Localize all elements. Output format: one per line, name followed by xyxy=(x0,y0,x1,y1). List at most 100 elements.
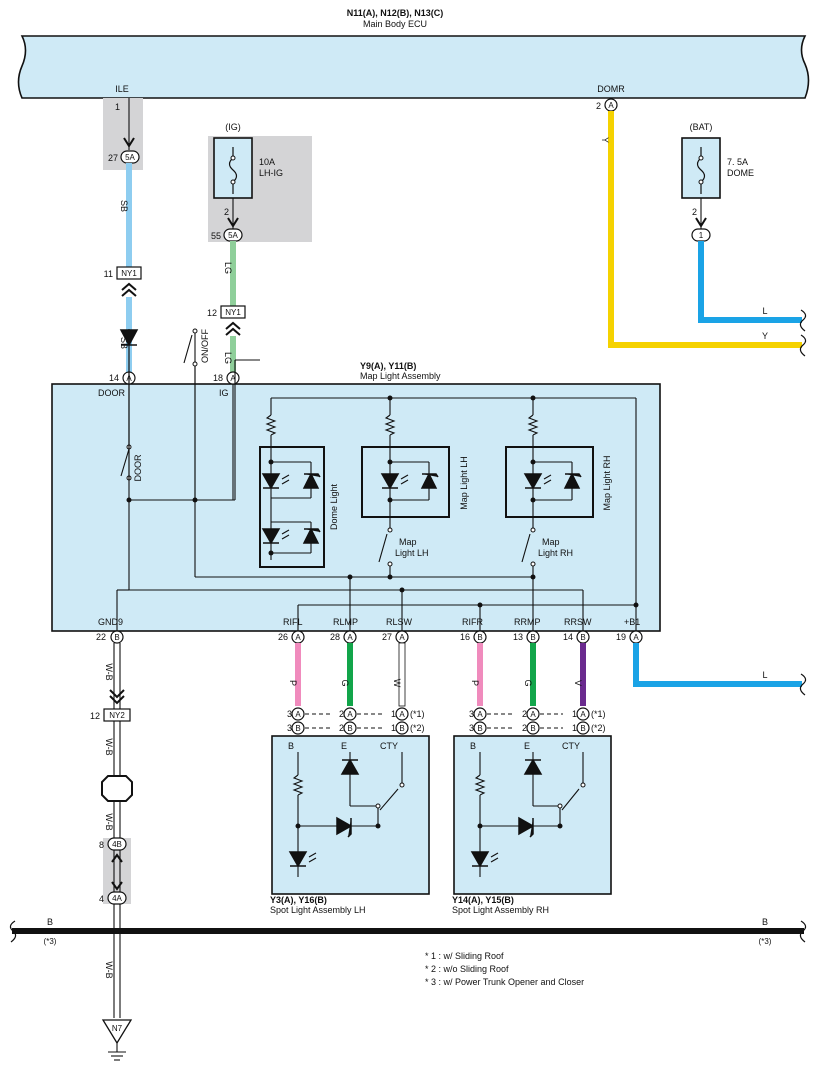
pin-note: (*2) xyxy=(591,723,606,733)
wire-code-sb-2: SB xyxy=(119,337,129,349)
fuse-bat-name: DOME xyxy=(727,168,754,178)
pin-circle xyxy=(395,707,409,721)
map-light-lh-box xyxy=(361,446,450,518)
bus-label-right: B xyxy=(762,917,768,927)
pin-rrmp-number: 13 xyxy=(513,632,523,642)
connector-4a-oval xyxy=(107,891,127,905)
onoff-switch-icon xyxy=(183,334,193,364)
wire-code-v-rh: V xyxy=(573,680,583,686)
connector-ny1-a-label: NY1 xyxy=(121,269,137,278)
ecu-box xyxy=(17,35,810,99)
terminal-rrsw-label: RRSW xyxy=(564,617,592,627)
map-rh-switch-label-2: Light RH xyxy=(538,548,573,558)
connector-4b-pin: 8 xyxy=(99,840,104,850)
continuation-icon xyxy=(799,334,807,357)
map-light-pins: B 22 A 26 A 28 A 27 B 16 B 13 B 14 A 19 xyxy=(96,630,643,644)
ecu-subtitle: Main Body ECU xyxy=(363,19,427,29)
wire-y xyxy=(608,111,802,348)
map-lh-switch-label-2: Light LH xyxy=(395,548,429,558)
pin-row-a-rh: 3 A 2 A 1 A (*1) xyxy=(469,707,606,721)
pin-circle xyxy=(395,721,409,735)
connector-ny1-b-pin: 12 xyxy=(207,308,217,318)
inline-connector-icon xyxy=(109,689,125,705)
pin-rifr-number: 16 xyxy=(460,632,470,642)
fuse-ig-name: LH-IG xyxy=(259,168,283,178)
map-rh-switch-icon xyxy=(521,533,531,563)
pin-label: 1 xyxy=(572,723,577,733)
switch-icon xyxy=(379,788,399,811)
continuation-icon xyxy=(799,309,807,332)
connector-4a-pin: 4 xyxy=(99,894,104,904)
continuation-icon xyxy=(799,920,807,943)
pin-conn: B xyxy=(530,724,535,733)
pin-circle xyxy=(343,707,357,721)
pin-gnd9-number: 22 xyxy=(96,632,106,642)
pin-rrmp-conn: B xyxy=(530,633,535,642)
pin-ig-conn: A xyxy=(230,374,236,383)
arrow-icon xyxy=(227,217,239,228)
ecu-title: N11(A), N12(B), N13(C) xyxy=(347,8,444,18)
pin-label: 3 xyxy=(469,723,474,733)
pin-row-a-lh: 3 A 2 A 1 A (*1) xyxy=(287,707,425,721)
wire-code-g-lh: G xyxy=(340,679,350,686)
bat-circuit: (BAT) 7. 5A DOME 2 1 L xyxy=(681,122,807,332)
pin-rifl-number: 26 xyxy=(278,632,288,642)
pin-rifr-conn: B xyxy=(477,633,482,642)
pin-gnd9-conn: B xyxy=(114,633,119,642)
fuse-ig-pin: 2 xyxy=(224,207,229,217)
terminal-gnd9-label: GND9 xyxy=(98,617,123,627)
pin-note: (*2) xyxy=(410,723,425,733)
b1-wire: L xyxy=(633,643,807,696)
resistor-icon xyxy=(292,774,304,796)
pin-rifl-conn: A xyxy=(295,633,301,642)
wire-code-l-1: L xyxy=(762,306,767,316)
continuation-icon xyxy=(9,920,17,943)
pin-rrsw-number: 14 xyxy=(563,632,573,642)
pin-note: (*1) xyxy=(410,709,425,719)
connector-ny2 xyxy=(103,708,131,722)
resistor-icon xyxy=(384,414,396,436)
zener-diode-icon xyxy=(336,816,353,838)
pin-label: 1 xyxy=(572,709,577,719)
spot-lh-subtitle: Spot Light Assembly LH xyxy=(270,905,366,915)
pin-ig-number: 18 xyxy=(213,373,223,383)
spot-lh-term-e: E xyxy=(341,741,347,751)
pin-gnd9 xyxy=(110,630,124,644)
terminal-rifl-label: RIFL xyxy=(283,617,303,627)
spot-rh-pin-rows: 3 A 2 A 1 A (*1) 3 B 2 B 1 B (*2) xyxy=(469,707,606,735)
map-rh-switch-label-1: Map xyxy=(542,537,560,547)
wire-code-wb-3: W-B xyxy=(104,813,114,830)
inline-connector-icon xyxy=(121,282,137,297)
pin-circle xyxy=(343,721,357,735)
wire-code-wb-4: W-B xyxy=(104,961,114,978)
pin-conn: B xyxy=(399,724,404,733)
pin-circle xyxy=(291,707,305,721)
map-light-box xyxy=(51,383,661,632)
ground-point-label: N7 xyxy=(112,1024,123,1033)
pin-conn: B xyxy=(347,724,352,733)
resistor-icon xyxy=(265,414,277,436)
spot-lh-title: Y3(A), Y16(B) xyxy=(270,895,327,905)
inline-connector-icon xyxy=(225,321,241,336)
connector-5a-label: 5A xyxy=(125,153,135,162)
connector-ny2-label: NY2 xyxy=(109,711,125,720)
connector-ny1-a-pin: 11 xyxy=(104,269,113,279)
spot-lh-term-cty: CTY xyxy=(380,741,398,751)
zener-diode-icon xyxy=(518,816,535,838)
resistor-icon xyxy=(474,774,486,796)
dome-light-label: Dome Light xyxy=(329,483,339,530)
connector-1-label: 1 xyxy=(699,231,704,240)
pin-circle xyxy=(291,721,305,735)
pin-rrsw-conn: B xyxy=(580,633,585,642)
pin-circle xyxy=(473,707,487,721)
pin-conn: A xyxy=(530,710,536,719)
note-2: * 2 : w/o Sliding Roof xyxy=(425,964,509,974)
wire-code-wb-2: W-B xyxy=(104,738,114,755)
wire-code-l-2: L xyxy=(762,670,767,680)
ig-circuit: (IG) 10A LH-IG 2 5A 55 LG NY1 12 LG xyxy=(207,122,283,372)
terminal-door-label: DOOR xyxy=(98,388,126,398)
arrow-icon xyxy=(123,137,135,148)
pin-conn: A xyxy=(295,710,301,719)
arrow-icon xyxy=(695,217,707,228)
note-1: * 1 : w/ Sliding Roof xyxy=(425,951,504,961)
